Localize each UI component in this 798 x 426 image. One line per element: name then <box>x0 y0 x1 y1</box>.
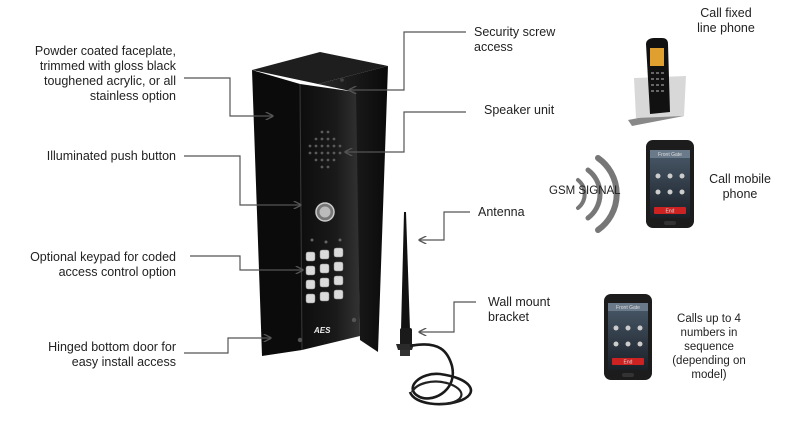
mobile-screen-title: Front Gate <box>658 152 682 158</box>
label-antenna: Antenna <box>478 205 525 219</box>
label-gsm-signal: GSM SIGNAL <box>549 185 621 197</box>
push-button <box>315 202 335 222</box>
arrow-screw <box>350 31 466 90</box>
antenna <box>396 212 473 406</box>
arrow-wall-mount <box>420 301 476 332</box>
label-push-button: Illuminated push button <box>46 149 176 163</box>
speaker-grille <box>308 130 342 169</box>
end-call-label: End <box>666 209 675 215</box>
arrow-keypad <box>190 255 302 270</box>
aes-logo: AES <box>313 326 331 335</box>
arrow-push-button <box>184 155 300 205</box>
callout-arrows <box>184 31 476 354</box>
label-bottom-door: Hinged bottom door for easy install acce… <box>48 340 176 369</box>
label-sequence: Calls up to 4 numbers in sequence (depen… <box>672 313 746 381</box>
fixed-phone-icon <box>628 38 686 126</box>
end-call-label: End <box>624 360 633 366</box>
arrow-speaker <box>346 111 466 152</box>
label-mobile: Call mobile phone <box>709 172 771 201</box>
label-speaker: Speaker unit <box>484 103 555 117</box>
gsm-signal-icon <box>576 155 620 233</box>
arrow-antenna <box>420 211 470 240</box>
intercom-panel: AES <box>252 52 388 356</box>
label-keypad: Optional keypad for coded access control… <box>30 250 176 279</box>
arrow-faceplate <box>184 77 272 116</box>
label-faceplate: Powder coated faceplate, trimmed with gl… <box>34 44 176 103</box>
label-fixed-line: Call fixed line phone <box>697 6 755 35</box>
arrow-bottom-door <box>184 338 270 354</box>
mobile-phone-sequence-icon: Front Gate End <box>604 294 652 380</box>
keypad <box>305 247 344 304</box>
mobile-screen-title: Front Gate <box>616 305 640 311</box>
label-wall-mount: Wall mount bracket <box>488 295 551 324</box>
mobile-phone-icon: Front Gate End <box>646 140 694 228</box>
label-security-screw: Security screw access <box>474 25 556 54</box>
